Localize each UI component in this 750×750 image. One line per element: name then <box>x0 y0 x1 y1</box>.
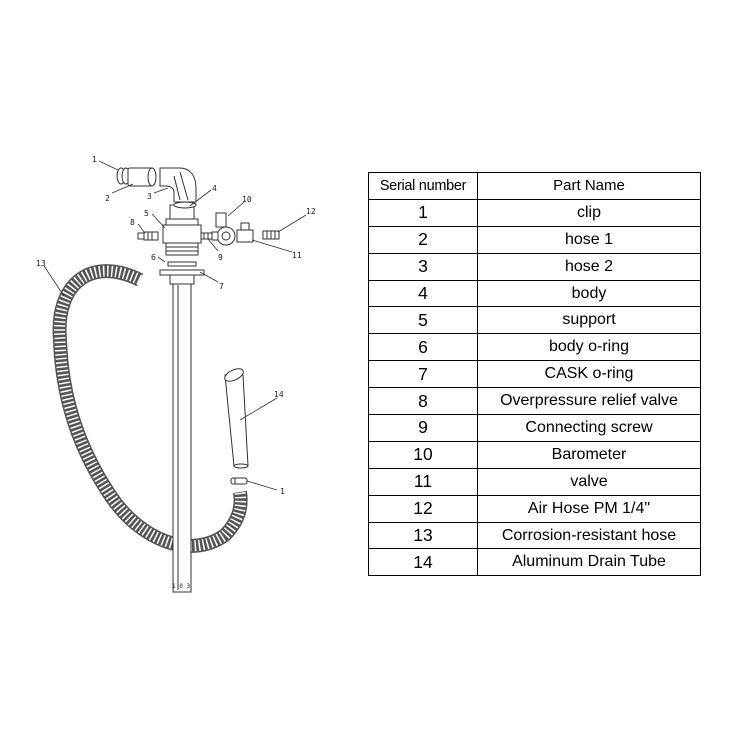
part-name-cell: Barometer <box>477 440 701 469</box>
part-name-cell: support <box>477 306 701 335</box>
table-header-row: Serial number Part Name <box>368 172 701 200</box>
part-name-cell: Aluminum Drain Tube <box>477 548 701 577</box>
part-name-cell: hose 2 <box>477 252 701 281</box>
part-name-cell: Air Hose PM 1/4" <box>477 494 701 523</box>
part-name-cell: body o-ring <box>477 333 701 362</box>
serial-number-cell: 10 <box>368 440 478 469</box>
serial-number-cell: 1 <box>368 198 478 227</box>
clip-lower <box>230 477 248 485</box>
serial-number-cell: 11 <box>368 467 478 496</box>
callout-2: 2 <box>105 194 110 203</box>
part-name-cell: valve <box>477 467 701 496</box>
callout-9: 9 <box>218 253 223 262</box>
aluminum-drain-tube <box>224 368 249 469</box>
air-hose-fitting <box>262 230 280 240</box>
part-name-cell: hose 1 <box>477 225 701 254</box>
callout-1: 1 <box>92 155 97 164</box>
connecting-screw <box>200 232 214 240</box>
part-name-cell: body <box>477 279 701 308</box>
pump-body <box>159 204 205 285</box>
callout-12: 12 <box>306 207 316 216</box>
serial-number-header: Serial number <box>368 172 478 200</box>
suction-rod <box>172 281 192 593</box>
rod-marking: 1 0 3 <box>172 583 190 590</box>
overpressure-relief-valve <box>137 231 159 241</box>
serial-number-cell: 13 <box>368 521 478 550</box>
serial-number-cell: 7 <box>368 360 478 389</box>
callout-6: 6 <box>151 253 156 262</box>
part-name-cell: Connecting screw <box>477 414 701 442</box>
part-name-header: Part Name <box>477 172 701 200</box>
serial-number-cell: 6 <box>368 333 478 362</box>
callout-8: 8 <box>130 218 135 227</box>
callout-5: 5 <box>144 209 149 218</box>
serial-number-cell: 3 <box>368 252 478 281</box>
serial-number-cell: 2 <box>368 225 478 254</box>
callout-14: 14 <box>274 390 284 399</box>
part-name-cell: CASK o-ring <box>477 360 701 389</box>
serial-number-cell: 14 <box>368 548 478 577</box>
callout-3: 3 <box>147 192 152 201</box>
part-name-cell: Overpressure relief valve <box>477 387 701 416</box>
leader-lines <box>43 160 307 491</box>
part-name-cell: clip <box>477 198 701 227</box>
barometer-valve-assembly <box>211 212 254 246</box>
callout-11: 11 <box>292 251 302 260</box>
hose-elbow-assembly <box>116 167 197 209</box>
callout-4: 4 <box>212 184 217 193</box>
serial-number-cell: 12 <box>368 494 478 523</box>
corrosion-resistant-hose <box>52 264 248 553</box>
serial-number-cell: 8 <box>368 387 478 416</box>
serial-number-cell: 5 <box>368 306 478 335</box>
callout-10: 10 <box>242 195 252 204</box>
callout-7: 7 <box>219 282 224 291</box>
part-name-cell: Corrosion-resistant hose <box>477 521 701 550</box>
serial-number-cell: 9 <box>368 414 478 442</box>
callout-1-lower: 1 <box>280 487 285 496</box>
serial-number-cell: 4 <box>368 279 478 308</box>
callout-13: 13 <box>36 259 46 268</box>
